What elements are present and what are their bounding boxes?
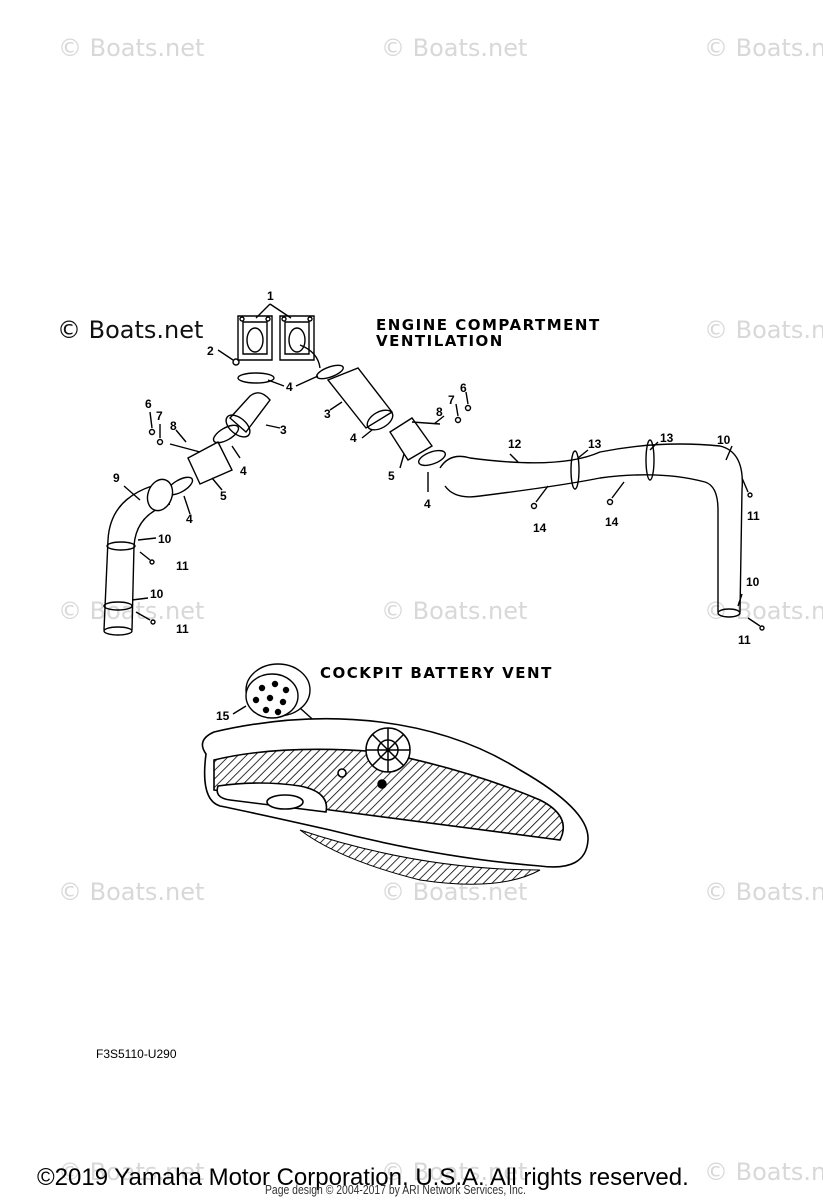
callout-5: 5 [388, 469, 395, 483]
callout-2: 2 [207, 344, 214, 358]
callout-1: 1 [267, 289, 274, 303]
callout-7: 7 [448, 393, 455, 407]
page-design-credit: Page design © 2004-2017 by ARI Network S… [265, 1182, 526, 1197]
callout-11: 11 [738, 633, 751, 647]
callout-10: 10 [150, 587, 164, 601]
callout-4: 4 [350, 431, 357, 445]
callout-13: 13 [588, 437, 602, 451]
callout-4: 4 [186, 512, 193, 526]
callout-10: 10 [717, 433, 731, 447]
hose-clamp [237, 372, 275, 384]
watermark: © Boats.net [381, 1158, 528, 1186]
callout-9: 9 [113, 471, 120, 485]
vent-inlet-left [237, 315, 273, 361]
vent-inlet-right [279, 315, 321, 369]
callout-3: 3 [280, 423, 287, 437]
callout-10: 10 [158, 532, 172, 546]
callout-6: 6 [460, 381, 467, 395]
copyright-notice: ©2019 Yamaha Motor Corporation, U.S.A. A… [37, 1164, 689, 1191]
part-code: F3S5110-U290 [96, 1047, 177, 1061]
watermark: © Boats.net [58, 878, 205, 906]
callout-5: 5 [220, 489, 227, 503]
watermark: © Boats.net [58, 597, 205, 625]
watermark: © Boats.net [58, 34, 205, 62]
callout-12: 12 [508, 437, 522, 451]
cockpit-title: COCKPIT BATTERY VENT [320, 664, 553, 682]
callout-4: 4 [240, 464, 247, 478]
watermark: © Boats.net [704, 1158, 823, 1186]
deck-fan-vent [365, 727, 411, 789]
vent-valve-right [389, 417, 447, 467]
watermark: © Boats.net [704, 597, 823, 625]
callout-13: 13 [660, 431, 674, 445]
callout-15: 15 [216, 709, 230, 723]
callout-8: 8 [170, 419, 177, 433]
deck-cover [201, 717, 589, 885]
callout-8: 8 [436, 405, 443, 419]
hose-outlet-left [103, 478, 174, 636]
engine-title-line1: ENGINE COMPARTMENT [376, 316, 601, 334]
vent-valve-left [166, 424, 240, 496]
watermark-primary: © Boats.net [57, 316, 204, 344]
callout-7: 7 [156, 409, 163, 423]
watermark: © Boats.net [704, 34, 823, 62]
watermark: © Boats.net [704, 316, 823, 344]
battery-vent-cap [245, 663, 311, 719]
hose-right [326, 367, 394, 431]
callout-11: 11 [176, 559, 189, 573]
watermark: © Boats.net [704, 878, 823, 906]
watermark: © Boats.net [381, 34, 528, 62]
callout-4: 4 [424, 497, 431, 511]
callout-6: 6 [145, 397, 152, 411]
watermark: © Boats.net [381, 597, 528, 625]
callout-11: 11 [747, 509, 760, 523]
hose-long [439, 439, 744, 618]
watermark: © Boats.net [58, 1158, 205, 1186]
callout-14: 14 [533, 521, 547, 535]
callout-10: 10 [746, 575, 760, 589]
callout-4: 4 [286, 380, 293, 394]
callout-3: 3 [324, 407, 331, 421]
callout-11: 11 [176, 622, 189, 636]
hose-left [225, 392, 271, 438]
callout-14: 14 [605, 515, 619, 529]
engine-title-line2: VENTILATION [376, 332, 504, 350]
